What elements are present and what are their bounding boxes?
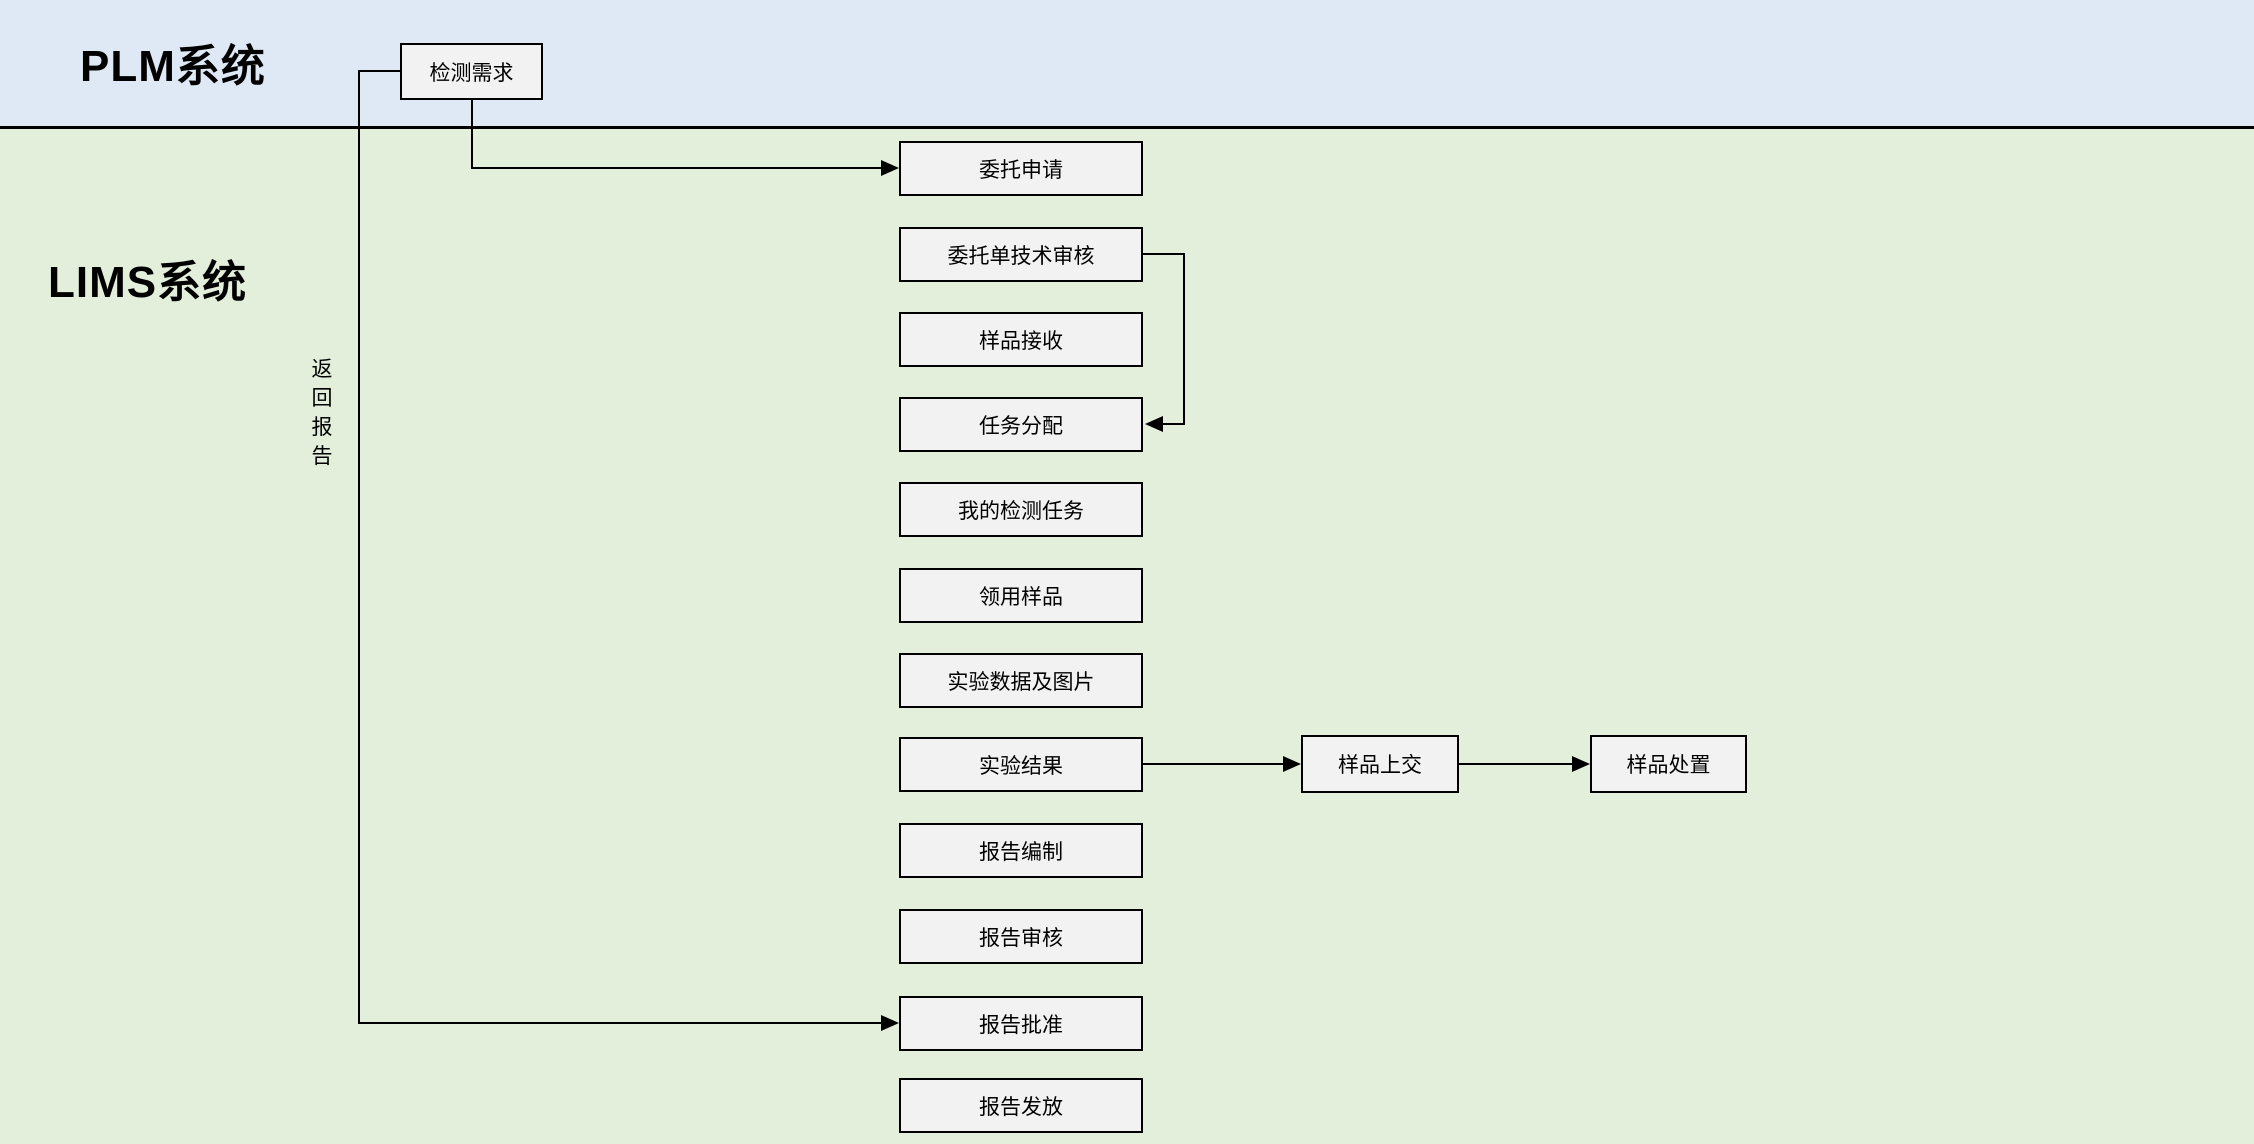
arrowhead-into-sample-submit [1283,756,1301,772]
edge-return-top-hseg [358,70,400,72]
node-sample-dispose: 样品处置 [1590,735,1747,793]
lane-title-lims: LIMS系统 [48,258,248,307]
node-sample-receive: 样品接收 [899,312,1143,367]
node-sample-claim: 领用样品 [899,568,1143,623]
edge-return-bottom-hseg [358,1022,883,1024]
edge-review-to-assign-vseg [1183,253,1185,425]
lane-title-plm: PLM系统 [80,42,266,91]
edge-demand-to-apply-vseg [471,100,473,168]
arrowhead-into-entrust-apply [881,160,899,176]
edge-demand-to-apply-hseg [471,167,883,169]
edge-review-to-assign-hseg2 [1161,423,1185,425]
edge-review-to-assign-hseg1 [1143,253,1185,255]
node-report-approve: 报告批准 [899,996,1143,1051]
lane-plm-band [0,0,2254,126]
node-entrust-apply: 委托申请 [899,141,1143,196]
node-my-test-tasks: 我的检测任务 [899,482,1143,537]
node-exp-data-images: 实验数据及图片 [899,653,1143,708]
arrowhead-into-report-approve [881,1015,899,1031]
arrowhead-into-task-assign [1145,416,1163,432]
node-report-review: 报告审核 [899,909,1143,964]
edge-result-to-submit-hseg [1143,763,1285,765]
node-test-demand: 检测需求 [400,43,543,100]
node-task-assign: 任务分配 [899,397,1143,452]
arrowhead-into-sample-dispose [1572,756,1590,772]
node-report-issue: 报告发放 [899,1078,1143,1133]
edge-return-vseg [358,70,360,1023]
node-report-compile: 报告编制 [899,823,1143,878]
edge-submit-to-dispose-hseg [1457,763,1574,765]
lane-divider [0,126,2254,129]
node-entrust-tech-review: 委托单技术审核 [899,227,1143,282]
node-sample-submit: 样品上交 [1301,735,1459,793]
node-exp-result: 实验结果 [899,737,1143,792]
edge-label-return-report: 返回报告 [311,358,333,468]
